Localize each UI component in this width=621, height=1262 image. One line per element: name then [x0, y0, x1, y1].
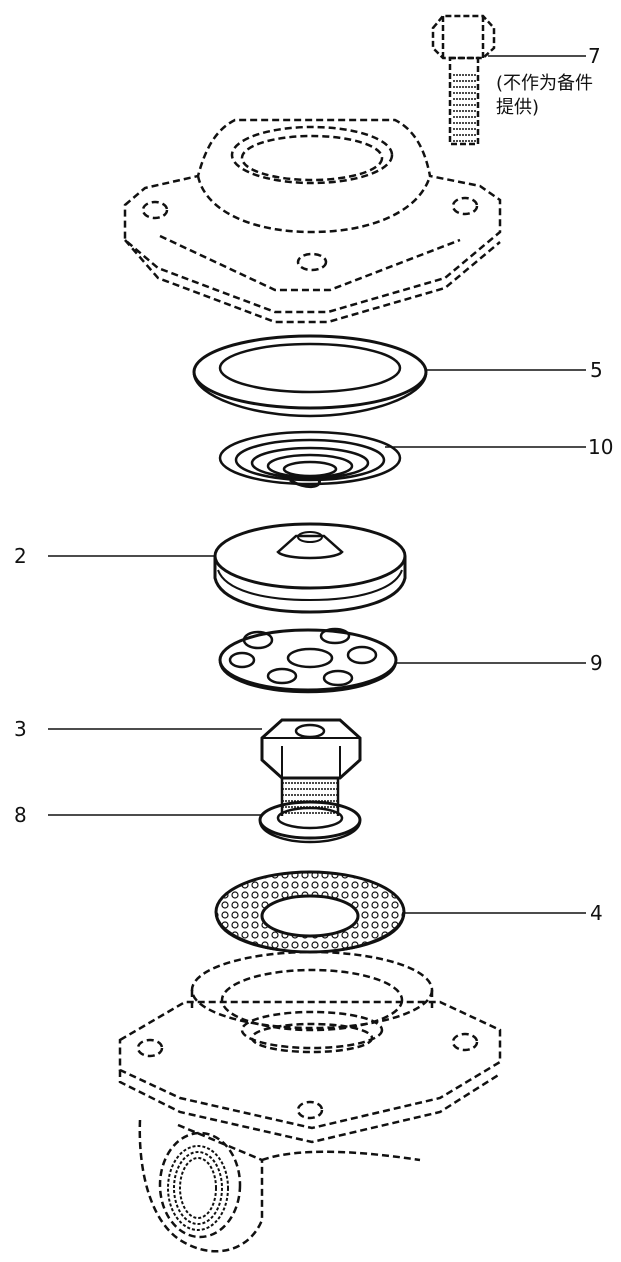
valve-body — [118, 950, 502, 1253]
hex-nut-part-3 — [260, 718, 362, 780]
spring-part-10 — [218, 430, 402, 488]
label-8: 8 — [14, 803, 27, 827]
disc-part-9 — [218, 627, 398, 694]
label-9: 9 — [590, 651, 603, 675]
label-10: 10 — [588, 435, 614, 459]
label-2: 2 — [14, 544, 27, 568]
label-5: 5 — [590, 358, 603, 382]
label-7: 7 — [588, 44, 601, 68]
bolt-part-7 — [431, 14, 496, 146]
note-7-line2: 提供) — [496, 97, 540, 118]
washer-part-8 — [258, 800, 362, 844]
strainer-part-4 — [214, 870, 406, 954]
note-7-not-supplied: (不作为备件 提供) — [496, 72, 593, 120]
port-thread — [167, 1145, 229, 1231]
bolt-thread — [452, 70, 476, 142]
stem-outline — [280, 778, 340, 816]
disc-part-2 — [213, 522, 407, 614]
label-4: 4 — [590, 901, 603, 925]
cover-body — [123, 118, 502, 324]
note-7-line1: (不作为备件 — [496, 73, 594, 94]
label-3: 3 — [14, 717, 27, 741]
gasket-part-5 — [192, 334, 428, 418]
